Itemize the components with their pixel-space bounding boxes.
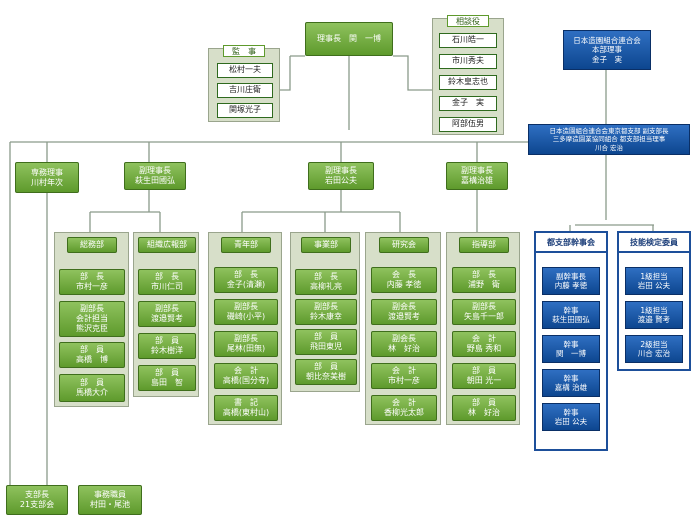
dept-youth-title: 青年部 [221,237,271,253]
office-staff-box: 事務職員 村田・尾池 [78,485,142,515]
dept-business: 事業部 部 長 高柳礼亮 副部長 鈴木康幸 部 員 飛田東児 部 員 朝比奈美樹 [290,232,360,392]
branch-officer-4: 幹事 嘉構 治雄 [542,369,600,397]
dept-general-affairs-title: 総務部 [67,237,117,253]
advisor-3: 鈴木皇志也 [439,75,497,90]
managing-director-box: 専務理事 川村年次 [15,162,79,193]
auditor-2: 吉川庄衛 [217,83,273,98]
org-member-2: 副部長 渡邉賢考 [138,301,196,327]
skill-member-2: 1級担当 渡邉 賢考 [625,301,683,329]
guidance-member-5: 部 員 林 好治 [452,395,516,421]
research-member-3: 副会長 林 好治 [371,331,437,357]
youth-member-2: 副部長 磯崎(小平) [214,299,278,325]
skill-member-3: 2級担当 川合 宏治 [625,335,683,363]
org-member-3: 部 員 鈴木樹洋 [138,333,196,359]
branch-officer-3: 幹事 関 一博 [542,335,600,363]
vice-chairman-1-box: 副理事長 萩生田國弘 [124,162,186,190]
vice-chairman-1-label: 副理事長 萩生田國弘 [135,166,175,185]
skill-member-1: 1級担当 岩田 公夫 [625,267,683,295]
advisors-panel: 相談役 石川皓一 市川秀夫 鈴木皇志也 金子 実 阿部伍男 [432,15,504,135]
skill-committee-title: 技能検定委員 [619,233,689,253]
research-member-4: 会 計 市村一彦 [371,363,437,389]
managing-director-label: 専務理事 川村年次 [31,167,63,187]
general-member-1: 部 長 市村一彦 [59,269,125,295]
research-member-5: 会 計 香柳光太郎 [371,395,437,421]
youth-member-4: 会 計 高橋(国分寺) [214,363,278,389]
branch-officers-panel: 都支部幹事会 副幹事長 内藤 孝徳 幹事 萩生田國弘 幹事 関 一博 幹事 嘉構… [534,231,608,451]
general-member-3: 部 員 高橋 博 [59,342,125,368]
org-member-1: 部 長 市川仁司 [138,269,196,295]
branch-officers-title: 都支部幹事会 [536,233,606,253]
advisor-1: 石川皓一 [439,33,497,48]
business-member-3: 部 員 飛田東児 [295,329,357,355]
branch-officer-2: 幹事 萩生田國弘 [542,301,600,329]
advisors-title: 相談役 [447,15,489,27]
branch-head-label: 支部長 21支部会 [19,490,55,509]
auditor-1: 松村一夫 [217,63,273,78]
federation-label: 日本造園組合連合会 本部理事 金子 実 [573,35,641,64]
org-member-4: 部 員 島田 智 [138,365,196,391]
auditors-title: 監 事 [223,45,265,57]
dept-youth: 青年部 部 長 金子(清瀬) 副部長 磯崎(小平) 副部長 尾林(田無) 会 計… [208,232,282,425]
youth-member-5: 書 記 高橋(東村山) [214,395,278,421]
dept-guidance: 指導部 部 長 浦野 衛 副部長 矢島千一郎 会 計 野島 秀和 部 員 朝田 … [446,232,520,425]
tokyo-branch-label: 日本造園組合連合会東京都支部 副支部長 三多摩造園業協同組合 都支部担当理事 川… [549,127,669,152]
auditors-panel: 監 事 松村一夫 吉川庄衛 関塚光子 [208,45,280,122]
dept-research: 研究会 会 長 内藤 孝徳 副会長 渡邉賢考 副会長 林 好治 会 計 市村一彦… [365,232,441,425]
branch-officer-1: 副幹事長 内藤 孝徳 [542,267,600,295]
advisor-4: 金子 実 [439,96,497,111]
guidance-member-3: 会 計 野島 秀和 [452,331,516,357]
skill-committee-panel: 技能検定委員 1級担当 岩田 公夫 1級担当 渡邉 賢考 2級担当 川合 宏治 [617,231,691,371]
general-member-4: 部 員 馬橋大介 [59,374,125,402]
office-staff-label: 事務職員 村田・尾池 [90,490,130,509]
general-member-2: 副部長 会計担当 熊沢克臣 [59,301,125,337]
research-member-2: 副会長 渡邉賢考 [371,299,437,325]
federation-box: 日本造園組合連合会 本部理事 金子 実 [563,30,651,70]
vice-chairman-3-label: 副理事長 嘉構治雄 [461,166,493,185]
business-member-4: 部 員 朝比奈美樹 [295,359,357,385]
vice-chairman-3-box: 副理事長 嘉構治雄 [446,162,508,190]
dept-organization-pr: 組織広報部 部 長 市川仁司 副部長 渡邉賢考 部 員 鈴木樹洋 部 員 島田 … [133,232,199,397]
dept-general-affairs: 総務部 部 長 市村一彦 副部長 会計担当 熊沢克臣 部 員 高橋 博 部 員 … [54,232,129,407]
dept-research-title: 研究会 [379,237,429,253]
research-member-1: 会 長 内藤 孝徳 [371,267,437,293]
chairman-label: 理事長 関 一博 [317,34,381,43]
guidance-member-1: 部 長 浦野 衛 [452,267,516,293]
dept-organization-pr-title: 組織広報部 [138,237,196,253]
dept-business-title: 事業部 [301,237,351,253]
youth-member-1: 部 長 金子(清瀬) [214,267,278,293]
business-member-2: 副部長 鈴木康幸 [295,299,357,325]
youth-member-3: 副部長 尾林(田無) [214,331,278,357]
guidance-member-4: 部 員 朝田 光一 [452,363,516,389]
auditor-3: 関塚光子 [217,103,273,118]
guidance-member-2: 副部長 矢島千一郎 [452,299,516,325]
branch-head-box: 支部長 21支部会 [6,485,68,515]
business-member-1: 部 長 高柳礼亮 [295,269,357,295]
vice-chairman-2-box: 副理事長 岩田公夫 [308,162,374,190]
advisor-5: 阿部伍男 [439,117,497,132]
vice-chairman-2-label: 副理事長 岩田公夫 [325,166,357,185]
branch-officer-5: 幹事 岩田 公夫 [542,403,600,431]
dept-guidance-title: 指導部 [459,237,509,253]
tokyo-branch-box: 日本造園組合連合会東京都支部 副支部長 三多摩造園業協同組合 都支部担当理事 川… [528,124,690,155]
advisor-2: 市川秀夫 [439,54,497,69]
chairman-box: 理事長 関 一博 [305,22,393,56]
